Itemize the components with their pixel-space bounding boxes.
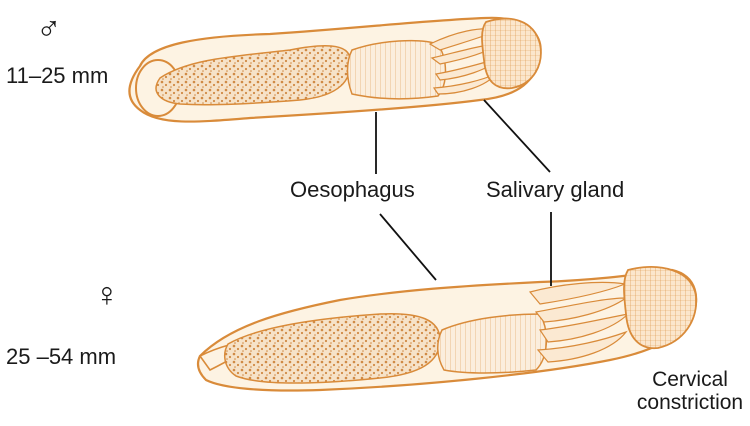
male-size-label: 11–25 mm xyxy=(6,64,108,88)
male-body xyxy=(129,18,540,122)
female-symbol: ♀ xyxy=(94,278,120,312)
leader-oeso-female xyxy=(380,214,436,280)
cervical-constriction-label: Cervical constriction xyxy=(632,368,748,414)
salivary-gland-label: Salivary gland xyxy=(486,178,624,202)
leader-sal-male xyxy=(484,100,550,172)
male-symbol: ♂ xyxy=(36,12,62,46)
female-head xyxy=(624,267,696,348)
male-head xyxy=(482,19,541,89)
female-size-label: 25 –54 mm xyxy=(6,345,116,369)
female-body xyxy=(198,267,696,390)
male-oesophagus xyxy=(348,41,446,99)
oesophagus-label: Oesophagus xyxy=(290,178,415,202)
